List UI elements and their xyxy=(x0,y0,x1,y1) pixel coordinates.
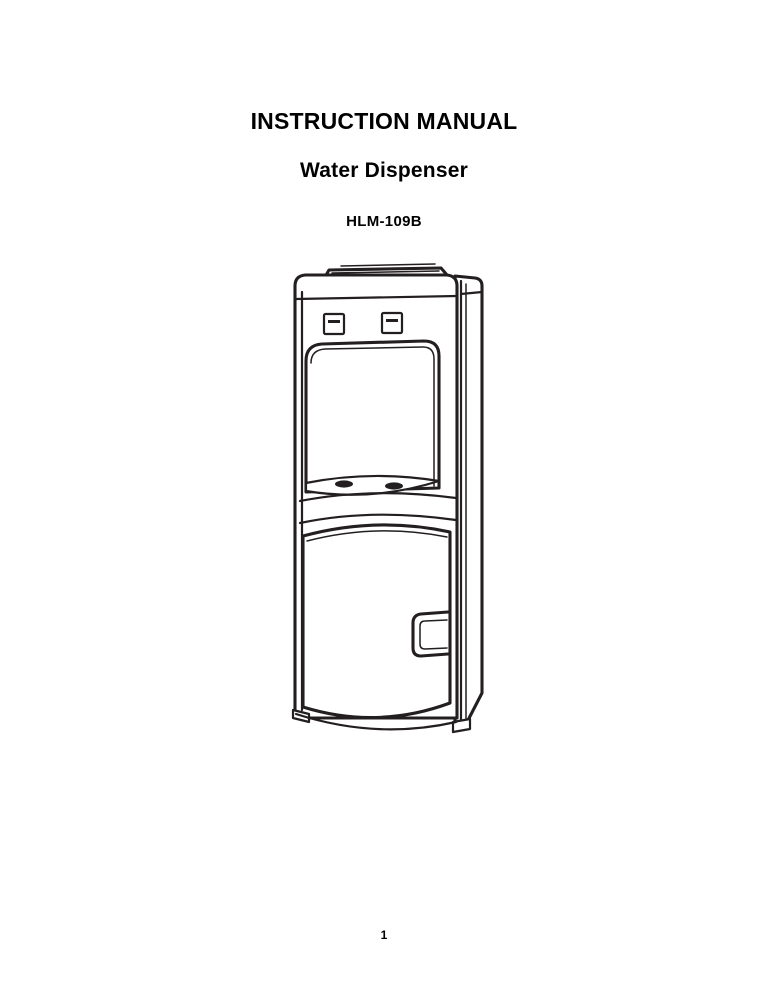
drip-hole-left xyxy=(335,480,353,488)
drip-tray xyxy=(304,474,441,496)
door-handle[interactable] xyxy=(411,610,450,658)
water-dispenser-illustration xyxy=(291,263,484,734)
page-subtitle: Water Dispenser xyxy=(300,158,468,182)
cabinet-door-top-inner xyxy=(306,530,448,542)
cold-tap-button[interactable] xyxy=(380,311,404,335)
side-panel xyxy=(453,274,484,730)
top-seam xyxy=(294,294,459,301)
door-handle-inner xyxy=(419,619,448,650)
model-number: HLM-109B xyxy=(346,212,422,230)
hot-tap-button[interactable] xyxy=(322,312,346,336)
product-figure xyxy=(0,248,768,748)
page-number: 1 xyxy=(380,928,388,942)
foot-right xyxy=(451,717,472,734)
bottom-skirt xyxy=(294,712,458,731)
top-lid-back xyxy=(340,263,436,267)
cabinet-door[interactable] xyxy=(301,523,452,720)
dispensing-recess xyxy=(304,339,441,494)
side-panel-shoulder xyxy=(459,290,484,296)
tray-housing-band-lower xyxy=(298,513,458,525)
tray-housing-band-upper xyxy=(298,492,458,503)
title-block: INSTRUCTION MANUAL Water Dispenser HLM-1… xyxy=(0,108,768,230)
dispensing-recess-inner xyxy=(310,346,435,487)
page-title: INSTRUCTION MANUAL xyxy=(250,108,518,134)
drip-hole-right xyxy=(385,482,403,490)
top-lid-edge xyxy=(331,270,440,274)
